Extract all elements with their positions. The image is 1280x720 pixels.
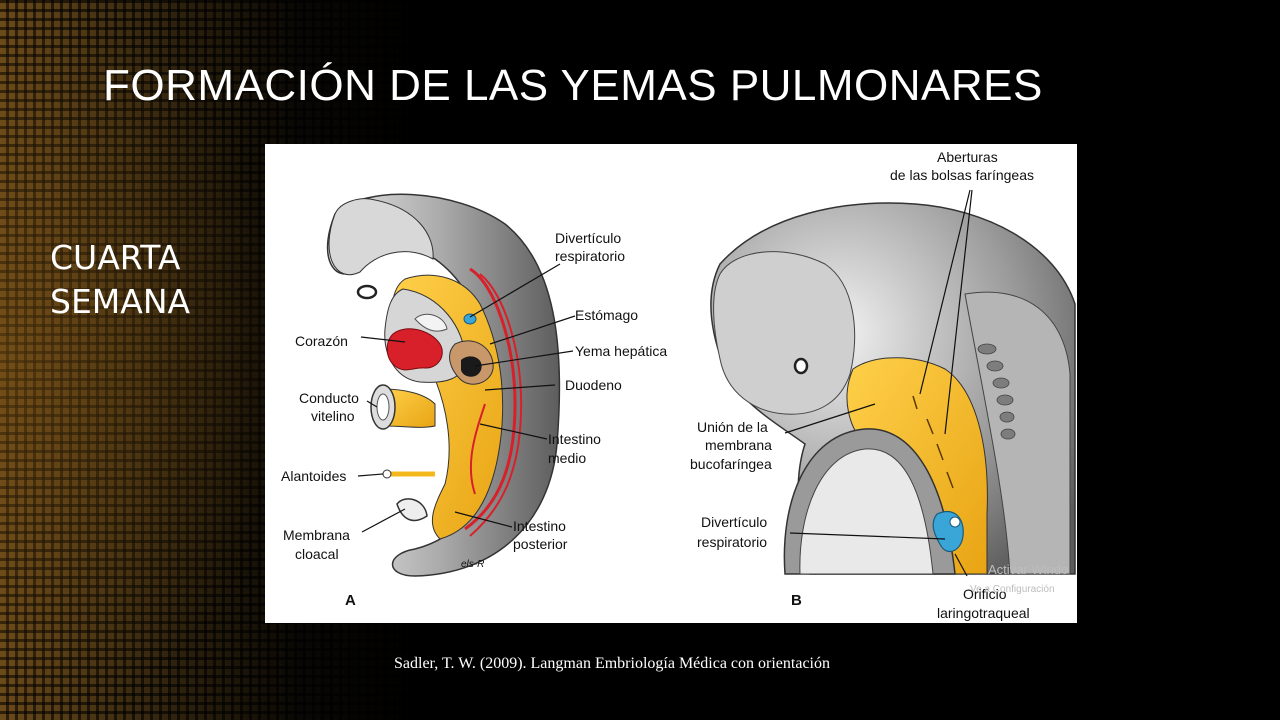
- label-union-1: Unión de la: [697, 419, 768, 435]
- label-membrana-2: cloacal: [295, 546, 339, 562]
- embryo-a: [326, 193, 561, 577]
- label-intestino-medio-1: Intestino: [548, 431, 601, 447]
- label-aberturas-1: Aberturas: [937, 149, 998, 165]
- panel-a-label: A: [345, 592, 356, 609]
- somites: [977, 343, 1016, 440]
- label-diverticulo-b-1: Divertículo: [701, 514, 767, 530]
- label-intestino-post-2: posterior: [513, 536, 568, 552]
- slide-subtitle: CUARTA SEMANA: [50, 236, 250, 324]
- pharyngeal-slits: [912, 395, 954, 489]
- label-alantoides: Alantoides: [281, 468, 346, 484]
- activation-watermark-2: Ve a Configuración: [970, 584, 1055, 595]
- label-estomago: Estómago: [575, 307, 638, 323]
- activation-watermark-1: Activar Windo: [988, 562, 1068, 577]
- label-intestino-medio-2: medio: [548, 450, 586, 466]
- slide-title: FORMACIÓN DE LAS YEMAS PULMONARES: [103, 61, 1043, 110]
- label-intestino-post-1: Intestino: [513, 518, 566, 534]
- label-conducto-2: vitelino: [311, 408, 355, 424]
- citation: Sadler, T. W. (2009). Langman Embriologí…: [394, 655, 830, 672]
- leader-lines-a: [357, 263, 576, 533]
- leader-lines-b: [784, 189, 973, 577]
- label-aberturas-2: de las bolsas faríngeas: [890, 167, 1034, 183]
- embryo-diagram: Divertículo respiratorio Estómago Corazó…: [281, 149, 1076, 621]
- label-conducto-1: Conducto: [299, 390, 359, 406]
- label-diverticulo-a-1: Divertículo: [555, 230, 621, 246]
- label-diverticulo-a-2: respiratorio: [555, 248, 625, 264]
- subtitle-line-2: SEMANA: [50, 282, 191, 321]
- label-duodeno: Duodeno: [565, 377, 622, 393]
- label-union-3: bucofaríngea: [690, 456, 772, 472]
- label-union-2: membrana: [705, 437, 772, 453]
- label-orificio-2: laringotraqueal: [937, 605, 1030, 621]
- label-diverticulo-b-2: respiratorio: [697, 534, 767, 550]
- illustrator-signature: els-R: [461, 559, 484, 570]
- label-yema-hepatica: Yema hepática: [575, 343, 667, 359]
- label-corazon: Corazón: [295, 333, 348, 349]
- embryo-figure: Divertículo respiratorio Estómago Corazó…: [265, 144, 1077, 623]
- panel-b-label: B: [791, 592, 802, 609]
- subtitle-line-1: CUARTA: [50, 238, 181, 277]
- label-orificio-1: Orificio: [963, 586, 1007, 602]
- label-membrana-1: Membrana: [283, 527, 350, 543]
